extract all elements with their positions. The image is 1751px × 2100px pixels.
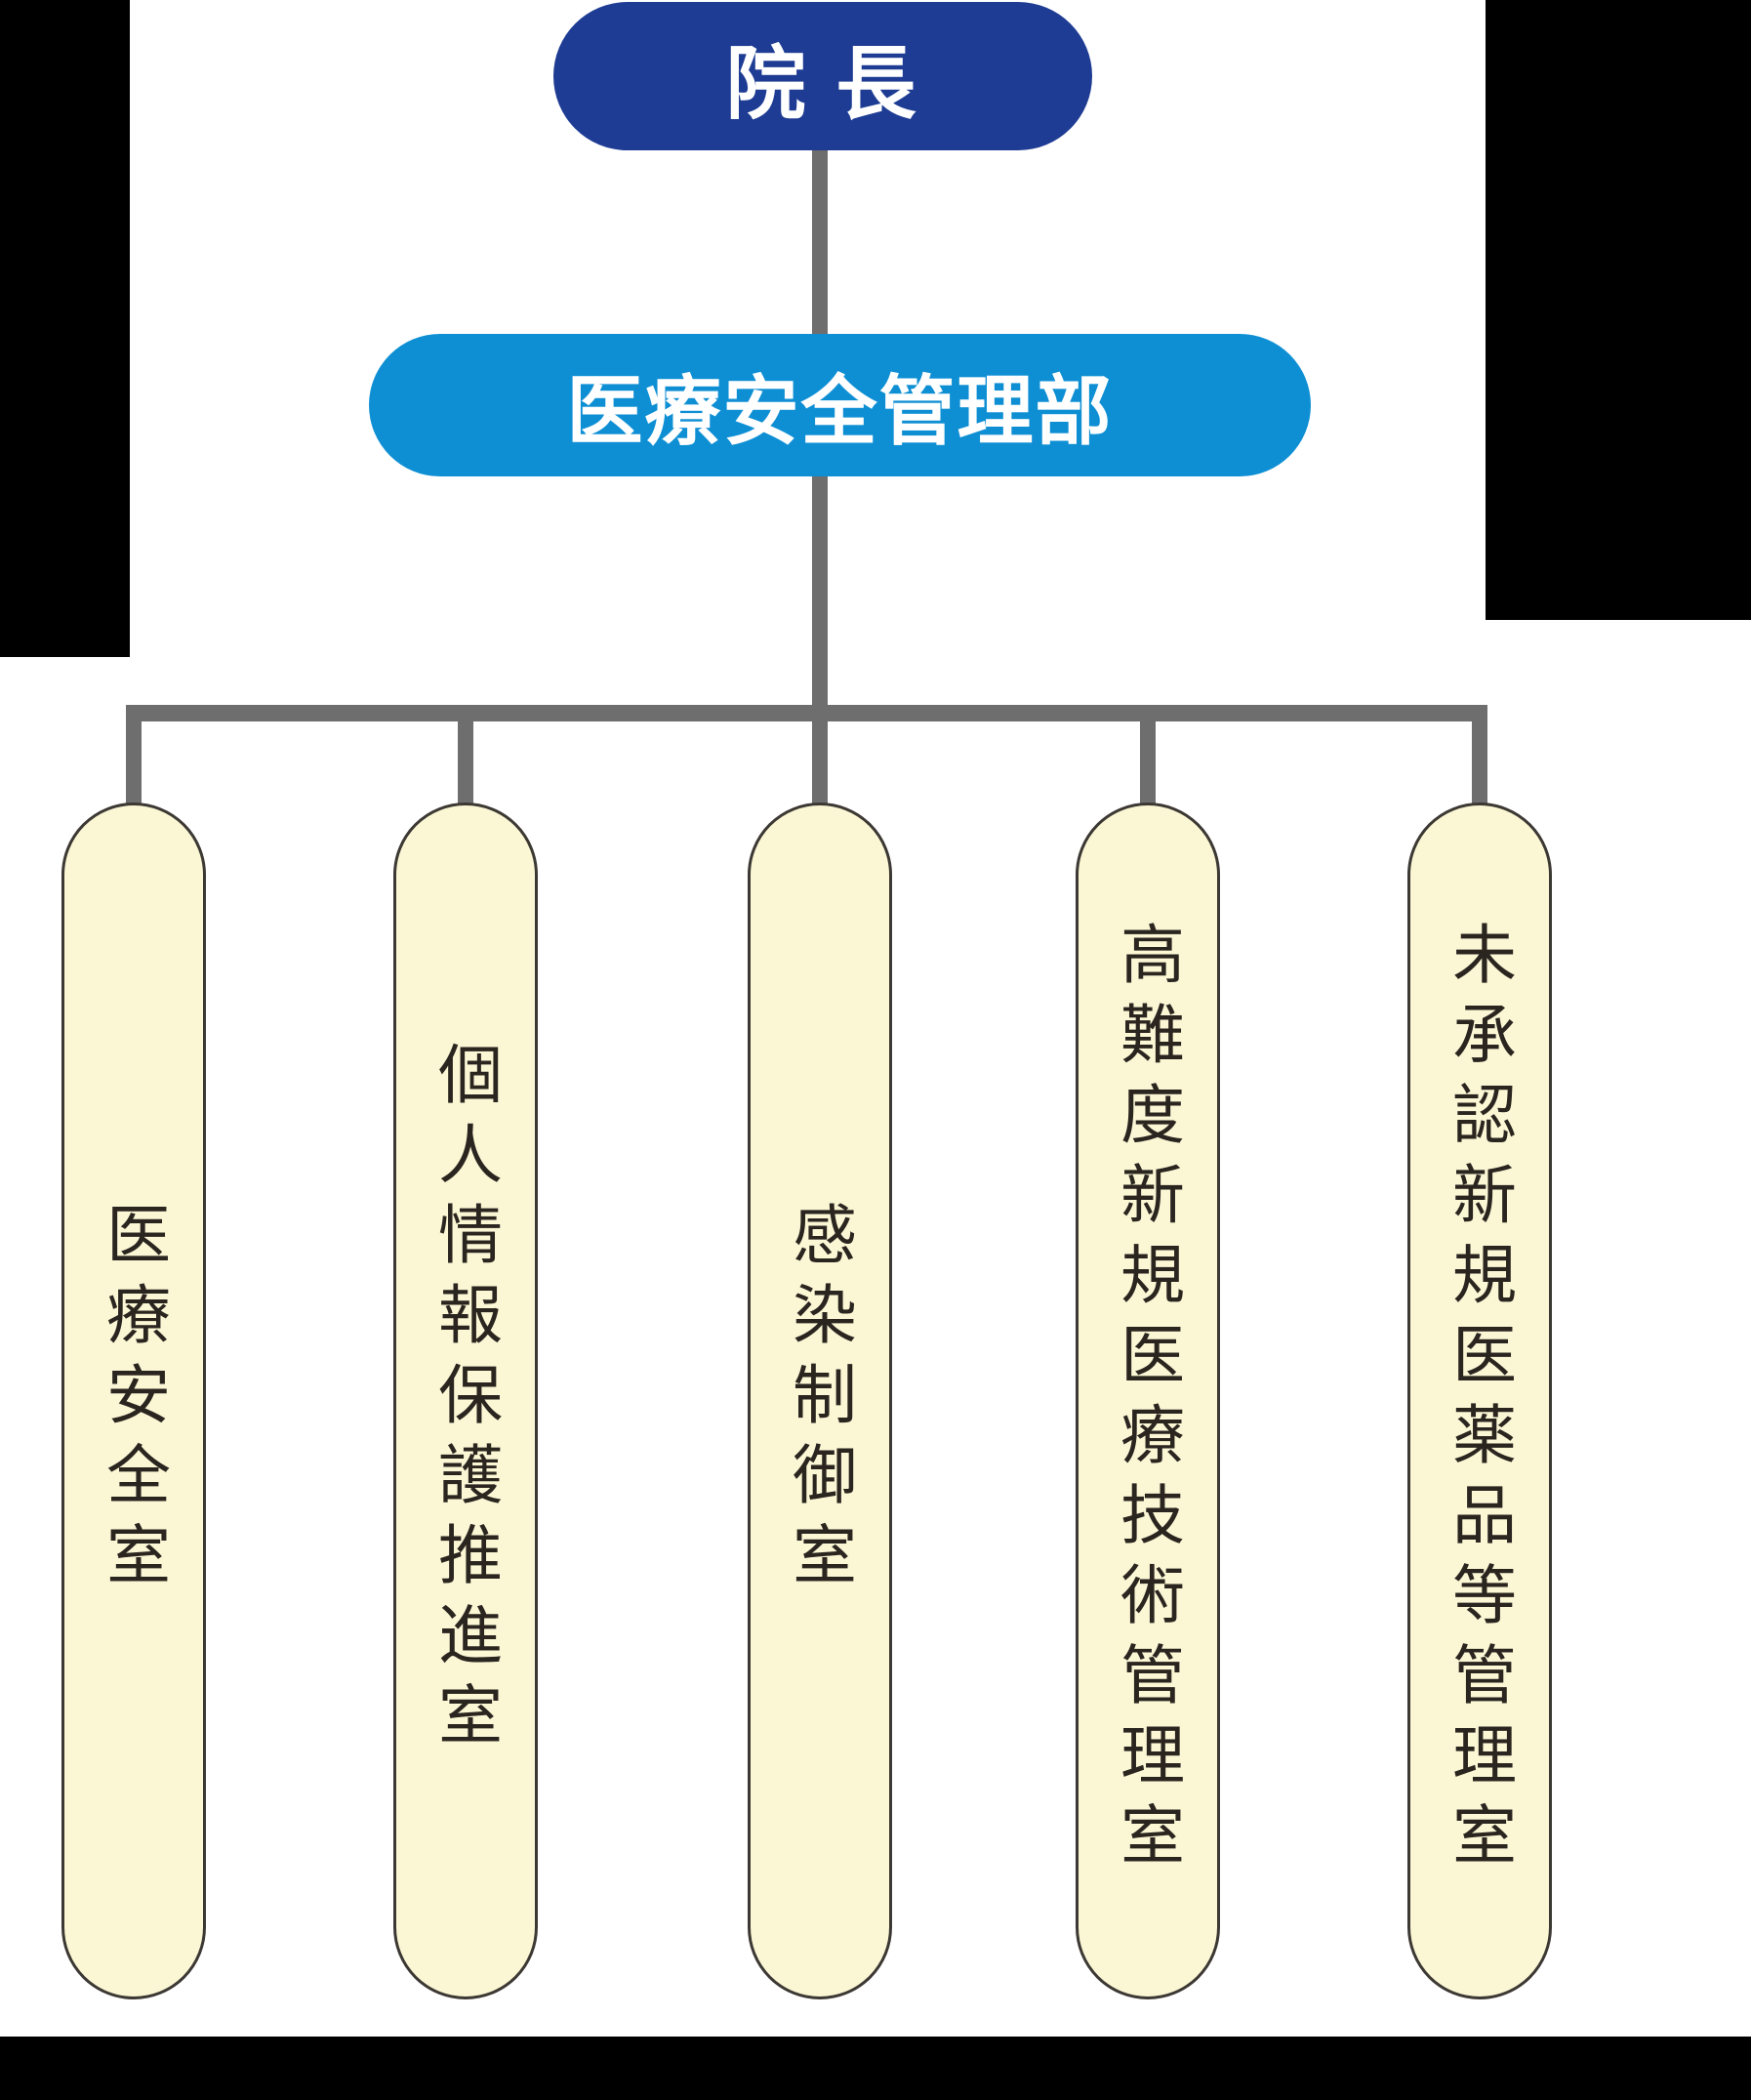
office-label: 高難度新規医療技術管理室	[1112, 921, 1184, 1881]
connector-drop-4	[1140, 720, 1156, 805]
connector-drop-1	[126, 720, 142, 805]
director-label: 院 長	[725, 39, 920, 129]
office-pill-personal-info-protection: 個人情報保護推進室	[393, 803, 538, 1999]
connector-department-to-bar	[812, 473, 828, 709]
masked-region-top-left	[0, 0, 130, 657]
office-label: 個人情報保護推進室	[429, 1041, 502, 1761]
director-node: 院 長	[553, 2, 1092, 150]
office-label: 未承認新規医薬品等管理室	[1444, 921, 1516, 1881]
office-pill-medical-safety: 医療安全室	[61, 803, 206, 1999]
department-label: 医療安全管理部	[566, 368, 1114, 454]
connector-drop-5	[1472, 720, 1487, 805]
office-pill-infection-control: 感染制御室	[748, 803, 892, 1999]
connector-drop-3	[812, 720, 828, 805]
connector-director-to-department	[812, 146, 828, 338]
office-label: 医療安全室	[98, 1201, 170, 1601]
masked-region-top-right	[1486, 0, 1751, 620]
department-node: 医療安全管理部	[369, 334, 1311, 476]
masked-region-bottom	[0, 2037, 1751, 2100]
office-pill-unapproved-new-drugs: 未承認新規医薬品等管理室	[1407, 803, 1552, 1999]
office-label: 感染制御室	[784, 1201, 856, 1601]
connector-drop-2	[458, 720, 473, 805]
office-pill-high-difficulty-new-medical-tech: 高難度新規医療技術管理室	[1076, 803, 1220, 1999]
connector-horizontal-bar	[126, 705, 1487, 721]
